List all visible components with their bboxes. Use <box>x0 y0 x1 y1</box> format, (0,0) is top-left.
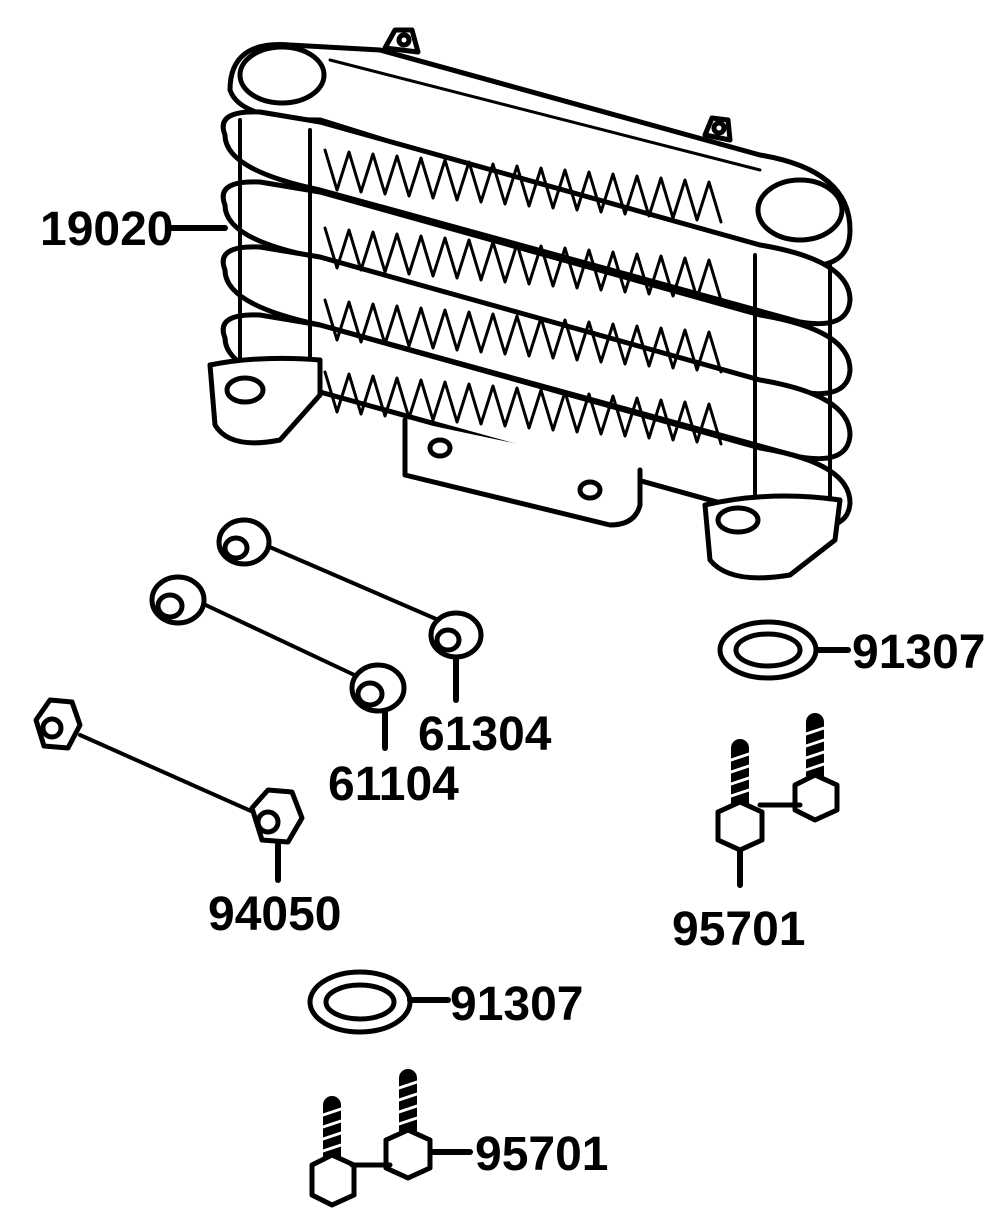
label-91307-upper: 91307 <box>852 626 985 679</box>
oil-cooler <box>207 27 853 581</box>
label-95701-upper: 95701 <box>672 903 805 956</box>
label-61304: 61304 <box>418 708 552 761</box>
bolt-95701-upper <box>715 713 840 888</box>
washer-91307-lower <box>307 969 451 1035</box>
bolt-95701-lower <box>309 1069 473 1208</box>
label-95701-lower: 95701 <box>475 1128 608 1181</box>
label-91307-lower: 91307 <box>450 978 583 1031</box>
collar-61104-assembly <box>149 574 407 751</box>
collar-61304-assembly <box>216 517 484 703</box>
label-19020: 19020 <box>40 203 173 256</box>
washer-91307-upper <box>717 619 851 681</box>
nut-94050-assembly <box>33 697 305 883</box>
label-94050: 94050 <box>208 888 341 941</box>
label-61104: 61104 <box>328 758 459 811</box>
